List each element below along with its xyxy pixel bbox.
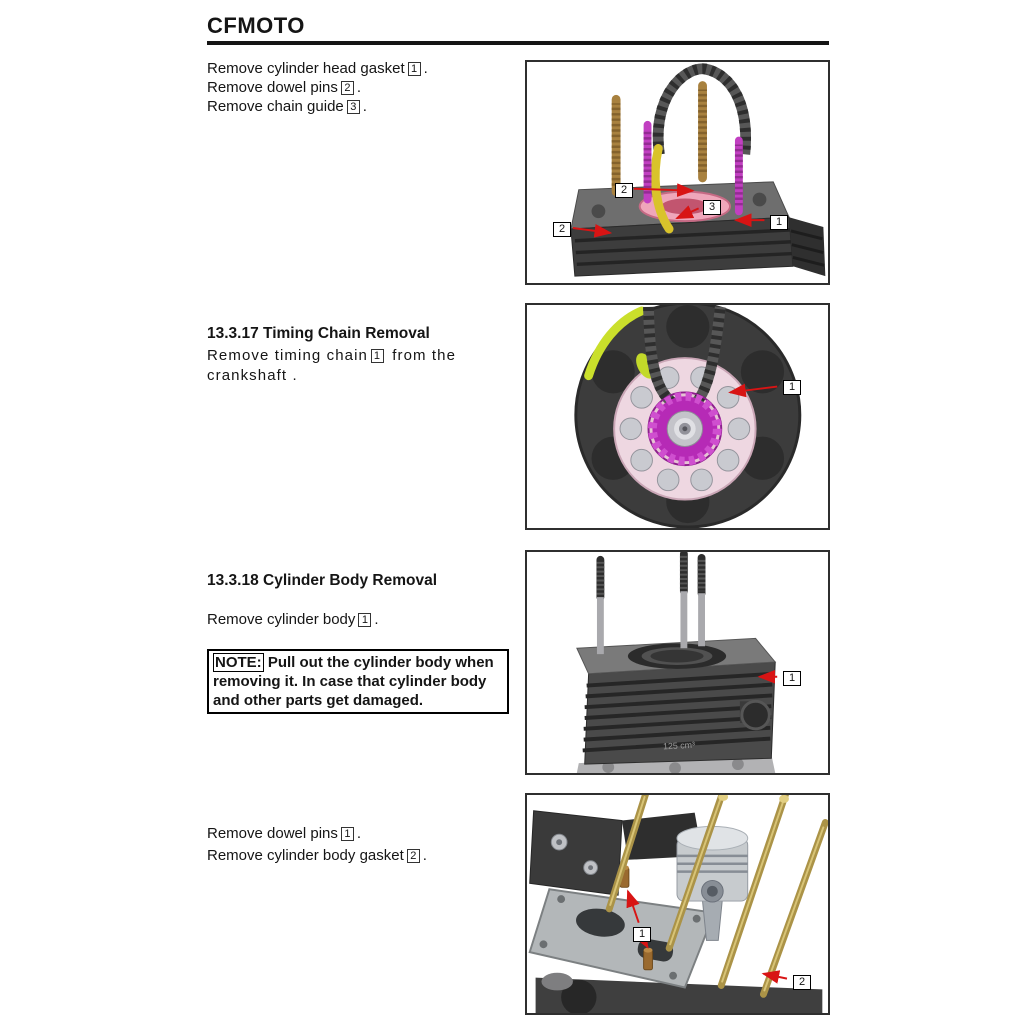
dowel-pins	[619, 865, 653, 971]
cylinder-head-illustration	[570, 63, 826, 277]
instruction-text: Remove dowel pins	[207, 79, 338, 96]
figure-cylinder-body: 125 cm³ 1	[525, 550, 830, 775]
figure-cylinder-head-gasket: 2 2 3 1	[525, 60, 830, 285]
cylinder-studs	[596, 552, 706, 655]
ref-box: 1	[358, 613, 372, 627]
ref-box: 1	[407, 62, 421, 76]
callout-box: 2	[615, 183, 633, 198]
ref-box: 1	[340, 827, 354, 841]
callout-box: 2	[793, 975, 811, 990]
instruction-suffix: .	[356, 79, 362, 96]
note-box: NOTE: Pull out the cylinder body when re…	[207, 649, 509, 714]
instruction-text: Remove dowel pins	[207, 825, 338, 842]
instruction-text: Remove cylinder head gasket	[207, 60, 405, 77]
figure-piston-dowel-pins: 1 2	[525, 793, 830, 1015]
callout-box: 2	[553, 222, 571, 237]
ref-box: 2	[340, 81, 354, 95]
ref-box: 1	[370, 349, 384, 363]
crank-sprocket	[647, 391, 723, 467]
callout-box: 3	[703, 200, 721, 215]
note-label: NOTE:	[213, 653, 264, 672]
callout-box: 1	[783, 671, 801, 686]
instruction-suffix: .	[423, 60, 428, 77]
brand-logo: CFMOTO	[207, 13, 305, 38]
tensioner-guide	[584, 306, 647, 381]
instruction-suffix: .	[374, 611, 379, 628]
note-text: Pull out the cylinder body when removing…	[213, 654, 494, 709]
timing-chain-loop	[652, 63, 751, 156]
cylinder-body-illustration: 125 cm³	[576, 552, 778, 773]
ref-box: 2	[406, 849, 420, 863]
callout-box: 1	[633, 927, 651, 942]
instruction-suffix: .	[362, 98, 367, 115]
section-heading-timing-chain: 13.3.17 Timing Chain Removal	[207, 325, 430, 342]
ref-box: 3	[346, 100, 360, 114]
instruction-suffix: .	[422, 847, 427, 864]
callout-arrow	[728, 383, 778, 398]
figure-timing-chain: 1	[525, 303, 830, 530]
instruction-suffix: .	[356, 825, 362, 842]
instruction-text: Remove chain guide	[207, 98, 344, 115]
callout-box: 1	[783, 380, 801, 395]
head-studs	[611, 81, 743, 216]
piston-base-illustration	[528, 795, 828, 1013]
instruction-text: Remove cylinder body gasket	[207, 847, 404, 864]
piston	[676, 825, 749, 941]
section-heading-cylinder-body: 13.3.18 Cylinder Body Removal	[207, 572, 438, 589]
header-rule	[207, 41, 829, 45]
instruction-text: Remove timing chain	[207, 347, 368, 364]
callout-arrows	[572, 183, 765, 238]
cylinder-studs	[605, 795, 828, 998]
displacement-engraving: 125 cm³	[663, 740, 695, 752]
cylinder-body-block	[576, 637, 777, 765]
instruction-text: Remove cylinder body	[207, 611, 356, 628]
timing-chain-illustration	[574, 305, 802, 528]
instruction-suffix: from the crankshaft .	[207, 347, 457, 384]
callout-box: 1	[770, 215, 788, 230]
